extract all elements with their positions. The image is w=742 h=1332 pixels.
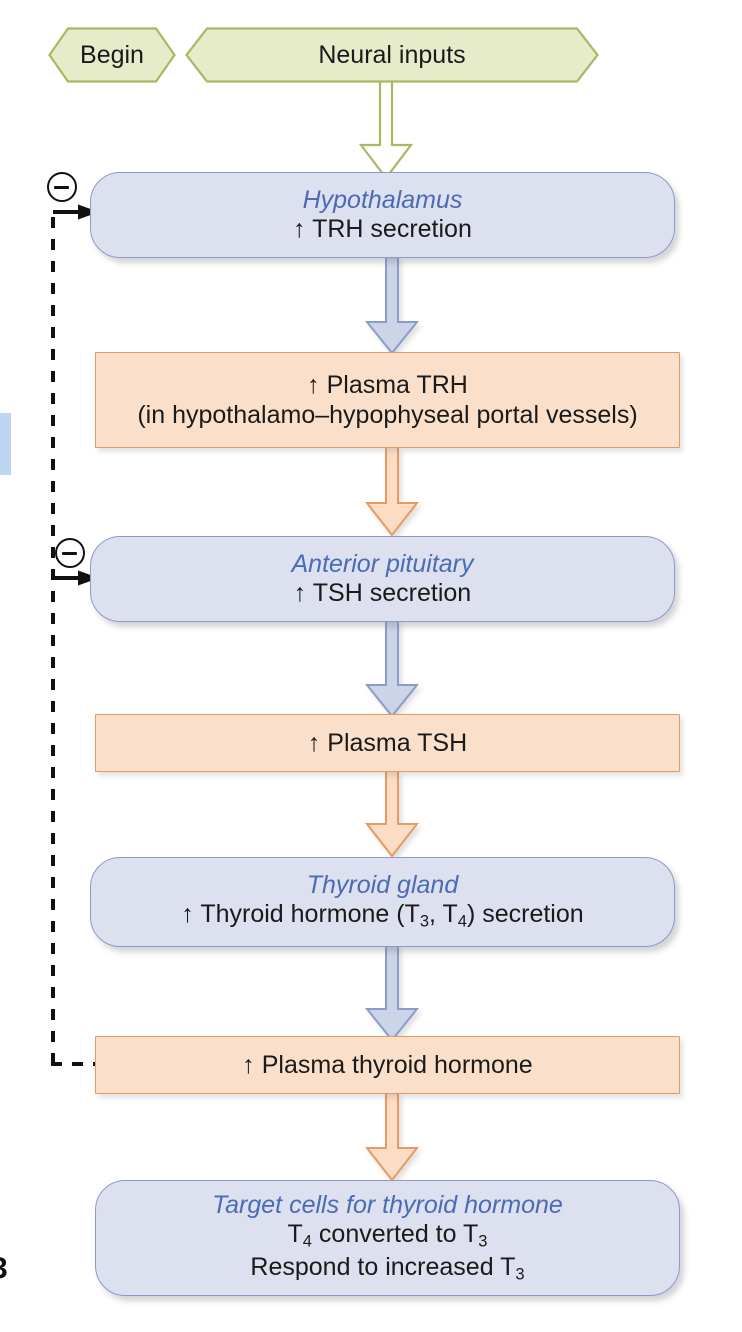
arrow-neural-inputs-to-hypothalamus: [358, 76, 414, 180]
begin-label: Begin: [80, 40, 144, 69]
node-plasma-tsh[interactable]: ↑ Plasma TSH: [95, 714, 680, 772]
begin-node[interactable]: Begin: [48, 27, 176, 83]
node-thyroid-gland[interactable]: Thyroid gland ↑ Thyroid hormone (T3, T4)…: [90, 857, 675, 947]
node-hypothalamus-line-1: ↑ TRH secretion: [293, 214, 472, 243]
neural-inputs-node[interactable]: Neural inputs: [185, 27, 599, 83]
arrow-plasma-thyroid-hormone-to-target-cells: [364, 1092, 420, 1182]
node-target-cells-line-2: Respond to increased T3: [250, 1252, 525, 1284]
begin-hexagon-shape: [48, 27, 176, 83]
arrow-hypothalamus-to-plasma-trh: [364, 255, 420, 355]
node-hypothalamus-title: Hypothalamus: [302, 185, 463, 214]
node-hypothalamus[interactable]: Hypothalamus ↑ TRH secretion: [90, 172, 675, 258]
node-target-cells-line-1: T4 converted to T3: [287, 1220, 488, 1252]
node-target-cells-title: Target cells for thyroid hormone: [212, 1191, 563, 1220]
node-thyroid-gland-title: Thyroid gland: [306, 871, 459, 900]
neural-inputs-label: Neural inputs: [318, 40, 466, 69]
arrow-plasma-tsh-to-thyroid-gland: [364, 770, 420, 858]
arrow-thyroid-gland-to-plasma-thyroid-hormone: [364, 944, 420, 1042]
node-plasma-trh-line-2: (in hypothalamo–hypophyseal portal vesse…: [137, 401, 638, 429]
node-anterior-pituitary[interactable]: Anterior pituitary ↑ TSH secretion: [90, 536, 675, 622]
node-plasma-trh[interactable]: ↑ Plasma TRH (in hypothalamo–hypophyseal…: [95, 352, 680, 448]
node-plasma-thyroid-hormone[interactable]: ↑ Plasma thyroid hormone: [95, 1036, 680, 1094]
page-edge-tab-artifact: [0, 413, 11, 475]
node-target-cells[interactable]: Target cells for thyroid hormone T4 conv…: [95, 1180, 680, 1296]
node-plasma-trh-line-1: ↑ Plasma TRH: [307, 370, 468, 399]
node-plasma-thyroid-hormone-line-1: ↑ Plasma thyroid hormone: [242, 1050, 533, 1079]
neural-inputs-hexagon-shape: [185, 27, 599, 83]
node-anterior-pituitary-line-1: ↑ TSH secretion: [293, 578, 472, 607]
node-plasma-tsh-line-1: ↑ Plasma TSH: [307, 728, 468, 757]
negative-feedback-icon-anterior-pituitary: [55, 538, 85, 568]
arrow-plasma-trh-to-anterior-pituitary: [364, 446, 420, 537]
node-thyroid-gland-line-1: ↑ Thyroid hormone (T3, T4) secretion: [181, 900, 584, 932]
negative-feedback-icon-hypothalamus: [47, 172, 77, 202]
node-anterior-pituitary-title: Anterior pituitary: [291, 549, 474, 578]
arrow-anterior-pituitary-to-plasma-tsh: [364, 619, 420, 718]
page-number-edge-artifact: 3: [0, 1254, 8, 1284]
